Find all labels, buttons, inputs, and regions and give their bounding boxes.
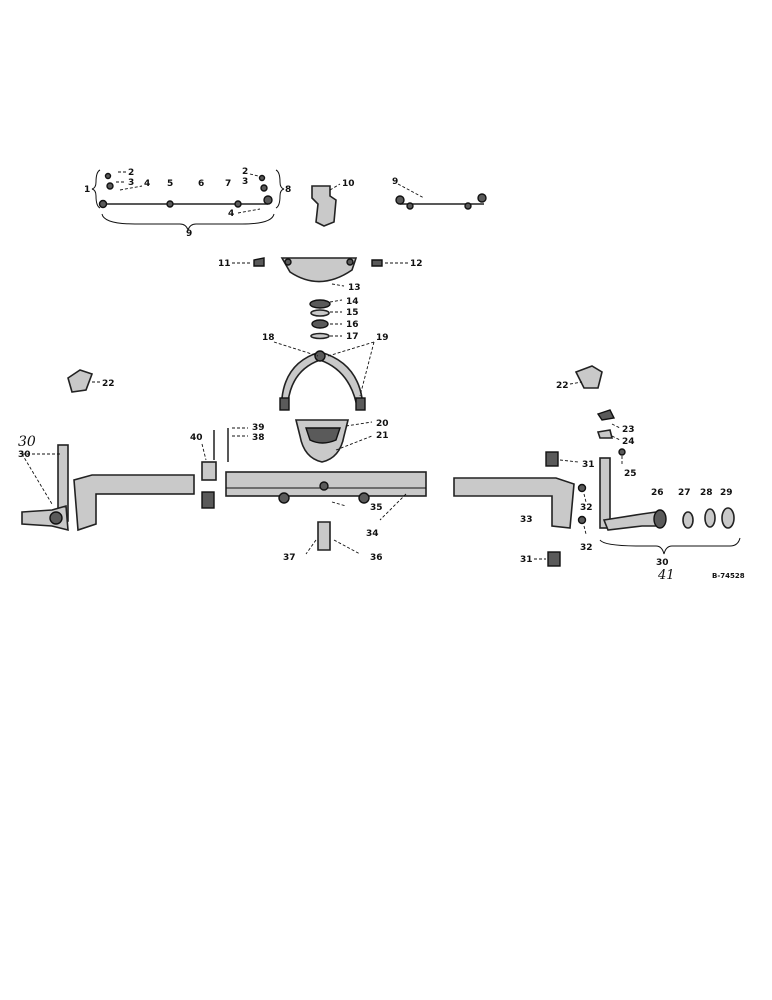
label-16: 16 — [346, 320, 359, 330]
label-34: 34 — [366, 529, 379, 539]
label-12: 12 — [410, 259, 423, 269]
bushings-40 — [201, 443, 217, 509]
drawing-number: B-74528 — [712, 572, 745, 580]
label-22-left: 22 — [102, 379, 115, 389]
label-13: 13 — [348, 283, 361, 293]
label-33: 33 — [520, 515, 533, 525]
label-8: 8 — [285, 185, 291, 195]
label-2: 2 — [128, 168, 134, 178]
radius-rod-yoke — [273, 341, 375, 411]
label-21: 21 — [376, 431, 389, 441]
spindle-left — [21, 444, 69, 532]
handwritten-41: 41 — [657, 568, 675, 583]
label-22-right: 22 — [556, 381, 569, 391]
label-27: 27 — [678, 488, 691, 498]
label-4: 4 — [144, 179, 150, 189]
pivot-bracket-13 — [280, 257, 358, 287]
bolt-12 — [371, 259, 408, 267]
label-5: 5 — [167, 179, 173, 189]
bearings-27-29 — [599, 507, 741, 555]
label-38: 38 — [252, 433, 265, 443]
bolt-11 — [232, 257, 265, 267]
label-28: 28 — [700, 488, 713, 498]
label-7: 7 — [225, 179, 231, 189]
label-32-upper: 32 — [580, 503, 593, 513]
handwritten-30: 30 — [18, 434, 36, 450]
label-11: 11 — [218, 259, 231, 269]
label-9b: 9 — [392, 177, 398, 187]
label-14: 14 — [346, 297, 359, 307]
label-17: 17 — [346, 332, 359, 342]
label-4b: 4 — [228, 209, 234, 219]
pivot-bracket-20 — [294, 419, 373, 463]
center-axle-beam — [225, 471, 427, 521]
tie-rod-assembly-left — [91, 169, 285, 232]
bushing-31-upper — [545, 451, 579, 467]
label-40: 40 — [190, 433, 203, 443]
label-10: 10 — [342, 179, 355, 189]
bushing-31-lower — [534, 551, 561, 567]
label-29: 29 — [720, 488, 733, 498]
label-24: 24 — [622, 437, 635, 447]
steering-arm-bracket — [311, 183, 341, 227]
axle-extension-left — [73, 474, 195, 532]
label-15: 15 — [346, 308, 359, 318]
pivot-washers-stack — [309, 299, 343, 340]
bolts-32 — [577, 483, 587, 535]
label-31-lower: 31 — [520, 555, 533, 565]
label-19: 19 — [376, 333, 389, 343]
label-2b: 2 — [242, 167, 248, 177]
label-20: 20 — [376, 419, 389, 429]
label-31-upper: 31 — [582, 460, 595, 470]
label-3b: 3 — [242, 177, 248, 187]
callout-labels: 1 2 3 4 5 6 7 2 3 8 4 9 10 9 11 12 13 14… — [18, 167, 733, 568]
label-35: 35 — [370, 503, 383, 513]
label-39: 39 — [252, 423, 265, 433]
spindle-right — [599, 457, 667, 531]
spindle-parts-23-25 — [596, 409, 626, 466]
pin-38-39 — [213, 427, 248, 462]
label-1: 1 — [84, 185, 90, 195]
label-18: 18 — [262, 333, 275, 343]
label-30: 30 — [656, 558, 669, 568]
pin-36-37 — [305, 521, 361, 555]
drag-link-assembly — [395, 183, 487, 210]
axle-extension-right — [453, 477, 575, 529]
label-26: 26 — [651, 488, 664, 498]
label-9: 9 — [186, 229, 192, 239]
label-36: 36 — [370, 553, 383, 563]
label-30-left-printed: 30 — [18, 450, 31, 460]
label-23: 23 — [622, 425, 635, 435]
label-6: 6 — [198, 179, 204, 189]
label-37: 37 — [283, 553, 296, 563]
steering-arm-22-left — [67, 369, 100, 393]
steering-arm-22-right — [569, 365, 603, 389]
label-3: 3 — [128, 178, 134, 188]
label-25: 25 — [624, 469, 637, 479]
label-32-lower: 32 — [580, 543, 593, 553]
